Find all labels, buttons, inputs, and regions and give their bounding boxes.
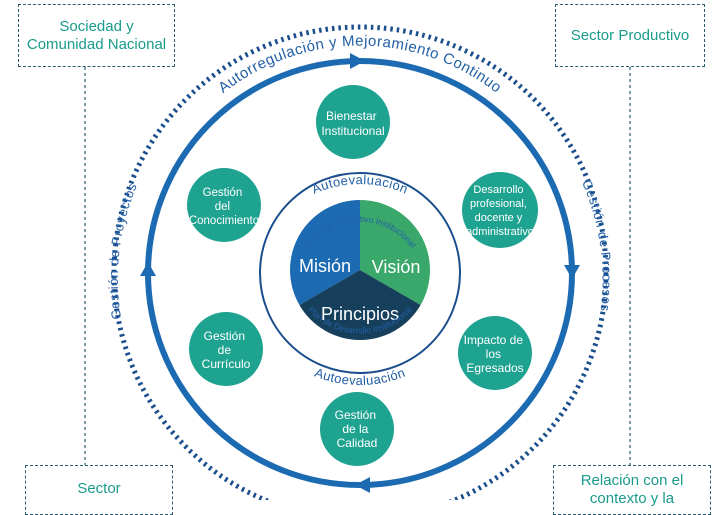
core-pie	[290, 200, 430, 340]
corner-box-relacion: Relación con el contexto y la	[553, 465, 711, 515]
corner-label-bottom-left: Sector	[77, 480, 121, 497]
corner-box-sector-productivo: Sector Productivo	[555, 4, 705, 67]
svg-text:Gestión de la Cali: Gestión de la Calidad	[335, 408, 380, 450]
outer-dotted-ring	[111, 24, 609, 500]
outer-right-label: Gestión de Procesos	[579, 177, 615, 312]
outer-left-label: Gestión de Proyectos	[106, 180, 140, 320]
principios-segment	[299, 270, 421, 340]
corner-connectors	[84, 67, 631, 465]
svg-text:Bienestar Institucional: Bienestar Institucional	[321, 109, 384, 138]
autoevaluacion-ring	[259, 172, 461, 374]
arrow-top-icon	[350, 53, 365, 69]
node-conocimiento: Gestión del Conocimiento	[187, 168, 261, 242]
svg-text:Desarrollo profesional,: Desarrollo profesional, docente y admini…	[466, 184, 534, 238]
corner-label-top-right: Sector Productivo	[570, 26, 690, 44]
node-calidad: Gestión de la Calidad	[320, 392, 394, 466]
node-impacto: Impacto de los Egresados	[458, 316, 532, 390]
corner-box-sociedad: Sociedad y Comunidad Nacional	[18, 4, 175, 67]
principios-label: Principios	[321, 304, 399, 324]
cycle-diagram: Autorregulación y Mejoramiento Continuo …	[84, 24, 631, 500]
vision-label: Visión	[372, 257, 421, 277]
svg-text:Gestión de Currícu: Gestión de Currículo	[202, 329, 251, 371]
mision-label: Misión	[299, 256, 351, 276]
corner-label-top-left: Sociedad y Comunidad Nacional	[26, 17, 167, 53]
cycle-arrows	[140, 53, 580, 493]
vision-segment	[360, 200, 430, 305]
svg-text:Impacto de los Egr: Impacto de los Egresados	[464, 333, 527, 375]
node-bienestar: Bienestar Institucional	[316, 85, 390, 159]
corner-box-sector: Sector	[25, 465, 173, 515]
inner-bottom-label: Autoevaluación	[313, 365, 407, 388]
svg-text:Gestión del Conoci: Gestión del Conocimiento	[189, 187, 259, 227]
mision-segment	[290, 200, 360, 305]
corner-label-bottom-right: Relación con el contexto y la	[580, 472, 684, 507]
arrow-bottom-icon	[355, 477, 370, 493]
arrow-right-icon	[564, 265, 580, 279]
arrow-left-icon	[140, 262, 156, 276]
inner-top-label: Autoevaluación	[310, 172, 411, 197]
node-curriculo: Gestión de Currículo	[189, 312, 263, 386]
node-desarrollo: Desarrollo profesional, docente y admini…	[462, 172, 538, 248]
